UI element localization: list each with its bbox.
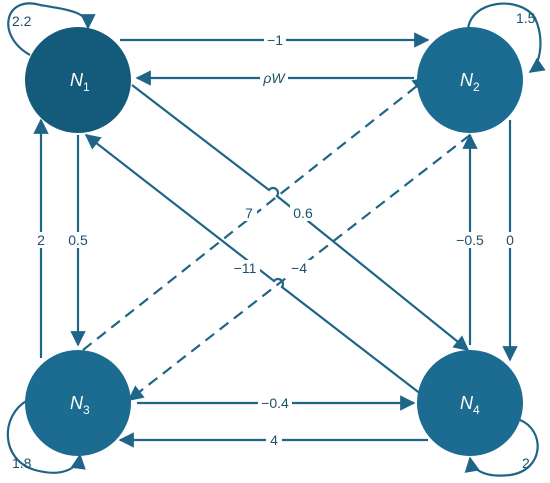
node-label-n4: N4 (460, 393, 480, 417)
node-label-n2: N2 (460, 70, 480, 94)
node-label-n1: N1 (70, 70, 90, 94)
node-n2 (417, 27, 523, 133)
node-n1 (25, 27, 131, 133)
node-label-n3: N3 (70, 393, 90, 417)
weight-loop-n4: 2 (522, 455, 530, 471)
weight-n1-n4: 0.6 (293, 205, 313, 221)
weight-n2-n4: 0 (506, 232, 514, 248)
weight-loop-n3: 1.8 (12, 455, 32, 471)
weight-n4-n3: 4 (270, 432, 278, 448)
edge-n4-to-n1 (84, 134, 427, 399)
self-loop-n4 (464, 418, 539, 477)
node-n4 (417, 350, 523, 456)
weight-n1-n3: 0.5 (68, 232, 88, 248)
weight-n2-n1: ρW (262, 70, 286, 86)
weight-n3-n2: 7 (245, 205, 253, 221)
self-loop-n3 (6, 399, 86, 474)
weight-n3-n4: −0.4 (261, 395, 289, 411)
edge-n1-to-n4 (131, 84, 470, 351)
weight-n4-n2: −0.5 (456, 232, 484, 248)
weight-n4-n1: −11 (234, 260, 257, 276)
weight-n1-n2: −1 (267, 32, 283, 48)
weight-loop-n2: 1.5 (516, 10, 536, 26)
self-loop-n2 (466, 2, 546, 73)
node-n3 (25, 350, 131, 456)
weight-n2-n3: −4 (291, 260, 307, 276)
weight-n3-n1: 2 (37, 232, 45, 248)
self-loop-n1 (7, 2, 96, 56)
weight-loop-n1: 2.2 (12, 13, 32, 29)
